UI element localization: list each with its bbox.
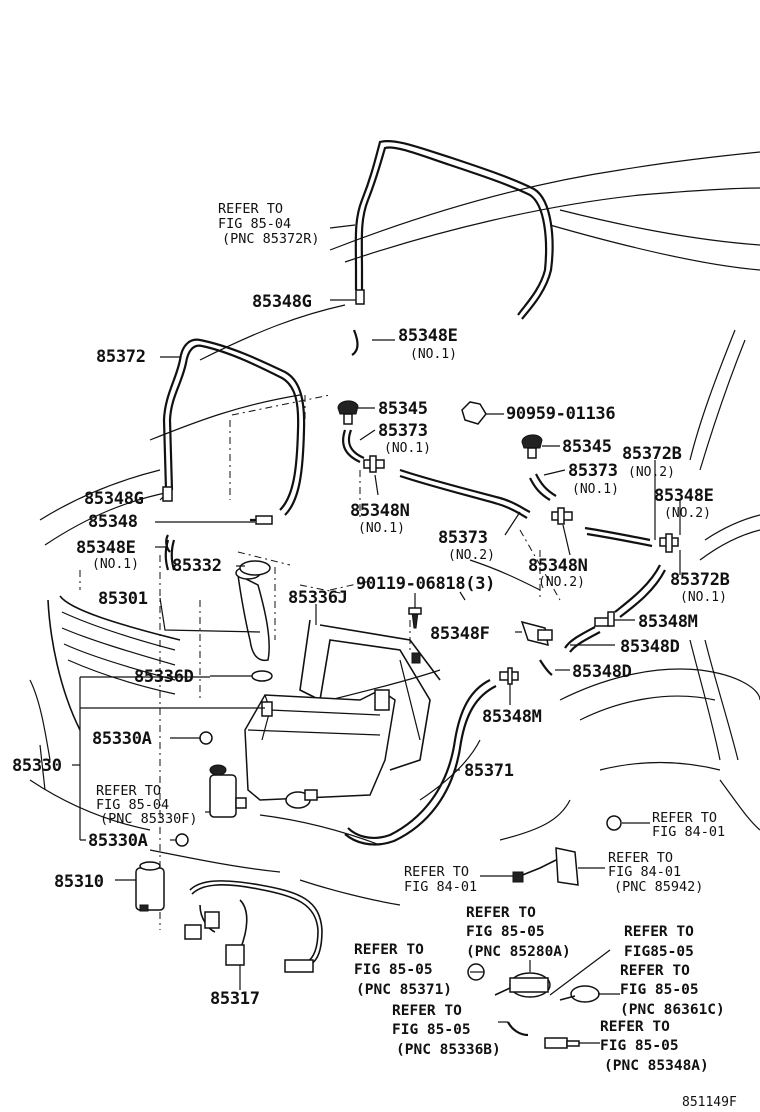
label-85348e-right: 85348E	[654, 486, 714, 506]
label-85372b-top: 85372B	[622, 444, 682, 464]
label-85348e-top: 85348E	[398, 326, 458, 346]
refer-line: REFER TO	[652, 810, 717, 826]
label-85348d-a: 85348D	[620, 637, 680, 657]
label-no1-d: (NO.1)	[358, 521, 405, 536]
label-85373-b: 85373	[568, 461, 618, 481]
label-85373-c: 85373	[438, 528, 488, 548]
label-85348g-top: 85348G	[252, 292, 312, 312]
refer-note-84-01-a: REFER TO FIG 84-01	[652, 810, 725, 840]
refer-line: (PNC 85942)	[614, 879, 703, 895]
label-no2-b: (NO.2)	[664, 506, 711, 521]
refer-note-84-01-b: REFER TO FIG 84-01	[404, 864, 477, 895]
motor-and-harness	[135, 861, 323, 973]
label-85317: 85317	[210, 989, 260, 1009]
refer-line: FIG 85-04	[218, 216, 291, 232]
label-85348n-left: 85348N	[350, 501, 410, 521]
refer-line: REFER TO	[96, 783, 161, 799]
refer-line: FIG 85-05	[466, 924, 545, 940]
refer-note-85372r: REFER TO FIG 85-04 (PNC 85372R)	[218, 201, 320, 247]
label-85348m-right: 85348M	[638, 612, 698, 632]
label-85348m-left: 85348M	[482, 707, 542, 727]
washer-hoses	[162, 140, 666, 846]
refer-note-85942: REFER TO FIG 84-01 (PNC 85942)	[608, 850, 703, 895]
refer-line: FIG 85-05	[600, 1038, 679, 1054]
refer-line: FIG85-05	[624, 944, 694, 960]
reference-parts	[467, 815, 622, 1049]
label-no1-f: (NO.1)	[680, 590, 727, 605]
label-85345-left: 85345	[378, 399, 428, 419]
label-no1: (NO.1)	[410, 347, 457, 362]
refer-note-85348a: REFER TO FIG 85-05 (PNC 85348A)	[600, 1019, 709, 1074]
label-85330a-b: 85330A	[88, 831, 148, 851]
label-no2-a: (NO.2)	[628, 465, 675, 480]
refer-line: FIG 85-05	[620, 982, 699, 998]
label-85348n-right: 85348N	[528, 556, 588, 576]
refer-line: REFER TO	[620, 963, 690, 979]
refer-line: FIG 85-05	[354, 962, 433, 978]
label-no1-b: (NO.1)	[384, 441, 431, 456]
leader-lines	[72, 224, 681, 1044]
refer-line: (PNC 85372R)	[222, 231, 320, 247]
refer-line: REFER TO	[608, 850, 673, 866]
label-85348d-b: 85348D	[572, 662, 632, 682]
label-85310: 85310	[54, 872, 104, 892]
refer-note-85280a: REFER TO FIG 85-05 (PNC 85280A)	[466, 905, 571, 960]
label-90959-01136: 90959-01136	[506, 404, 615, 424]
label-85330a-a: 85330A	[92, 729, 152, 749]
refer-line: REFER TO	[466, 905, 536, 921]
refer-note-85-05-a: REFER TO FIG85-05	[624, 924, 694, 960]
refer-line: REFER TO	[624, 924, 694, 940]
refer-line: (PNC 85330F)	[100, 811, 198, 827]
refer-notes: REFER TO FIG 85-04 (PNC 85372R) REFER TO…	[96, 201, 725, 1074]
label-85332: 85332	[172, 556, 222, 576]
refer-line: FIG 85-05	[392, 1022, 471, 1038]
label-90119-06818: 90119-06818(3)	[356, 574, 495, 594]
refer-line: REFER TO	[600, 1019, 670, 1035]
label-85372b-right: 85372B	[670, 570, 730, 590]
label-no2-d: (NO.2)	[538, 575, 585, 590]
refer-line: FIG 84-01	[404, 879, 477, 895]
refer-line: REFER TO	[404, 864, 469, 880]
refer-line: (PNC 85348A)	[604, 1058, 709, 1074]
refer-line: REFER TO	[392, 1003, 462, 1019]
label-85336j: 85336J	[288, 588, 348, 608]
label-85348e-left: 85348E	[76, 538, 136, 558]
label-no1-e: (NO.1)	[92, 557, 139, 572]
label-85348: 85348	[88, 512, 138, 532]
label-85345-right: 85345	[562, 437, 612, 457]
refer-note-85330f: REFER TO FIG 85-04 (PNC 85330F)	[96, 783, 198, 827]
label-85373-a: 85373	[378, 421, 428, 441]
refer-note-85336b: REFER TO FIG 85-05 (PNC 85336B)	[392, 1003, 501, 1058]
figure-code: 851149F	[682, 1095, 737, 1110]
vehicle-body-outline	[29, 151, 760, 906]
refer-line: REFER TO	[218, 201, 283, 217]
refer-line: FIG 84-01	[652, 824, 725, 840]
refer-line: (PNC 85336B)	[396, 1042, 501, 1058]
refer-line: (PNC 85371)	[356, 982, 452, 998]
washer-tank	[175, 560, 441, 847]
part-labels: 85348G 85348E (NO.1) 85372 85345 90959-0…	[12, 292, 730, 1009]
label-85348f: 85348F	[430, 624, 490, 644]
refer-note-86361c: REFER TO FIG 85-05 (PNC 86361C)	[620, 963, 725, 1018]
label-85371: 85371	[464, 761, 514, 781]
assembly-guides	[79, 394, 561, 930]
label-85330: 85330	[12, 756, 62, 776]
label-85372: 85372	[96, 347, 146, 367]
label-85336d: 85336D	[134, 667, 194, 687]
refer-line: REFER TO	[354, 942, 424, 958]
label-85301: 85301	[98, 589, 148, 609]
refer-line: (PNC 85280A)	[466, 944, 571, 960]
label-no2-c: (NO.2)	[448, 548, 495, 563]
label-85348g-left: 85348G	[84, 489, 144, 509]
refer-line: FIG 84-01	[608, 864, 681, 880]
label-no1-c: (NO.1)	[572, 482, 619, 497]
refer-line: FIG 85-04	[96, 797, 169, 813]
refer-note-85371: REFER TO FIG 85-05 (PNC 85371)	[354, 942, 452, 998]
refer-line: (PNC 86361C)	[620, 1002, 725, 1018]
